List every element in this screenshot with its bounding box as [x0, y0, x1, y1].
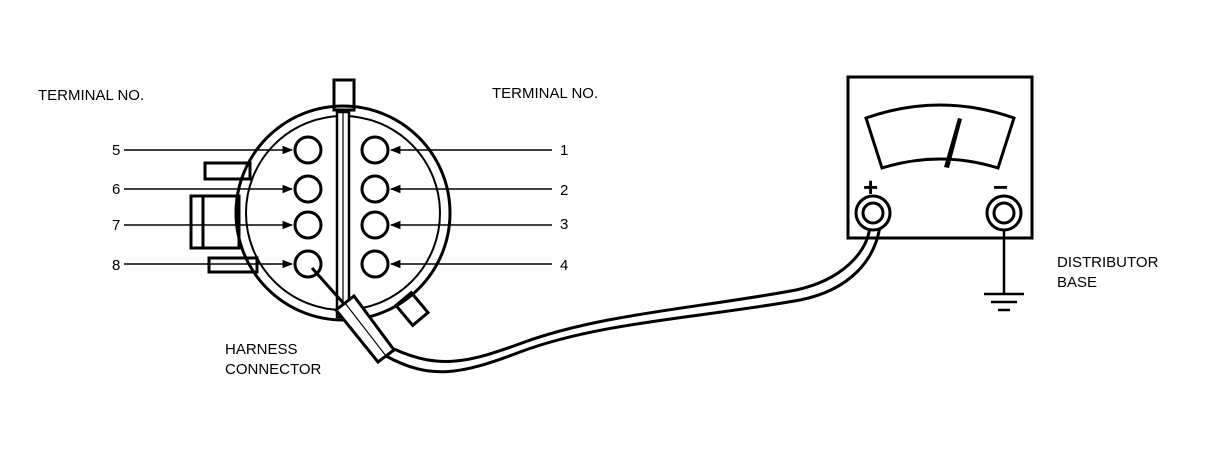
- pin-1: [360, 135, 390, 165]
- pin-7: [293, 210, 323, 240]
- terminal-number-5: 5: [112, 142, 120, 159]
- negative-terminal-label: −: [993, 172, 1008, 202]
- harness-label-line1: HARNESS: [225, 341, 298, 358]
- pin-5: [293, 135, 323, 165]
- terminal-number-4: 4: [560, 257, 568, 274]
- left-pin-column: [293, 135, 323, 279]
- harness-connector: [189, 78, 452, 328]
- distributor-base-label-line2: BASE: [1057, 274, 1097, 291]
- harness-label-line2: CONNECTOR: [225, 361, 322, 378]
- pin-4: [360, 249, 390, 279]
- meter-dial: [864, 103, 1016, 170]
- terminal-no-label-left: TERMINAL NO.: [38, 87, 144, 104]
- probe-lead-wire: [385, 225, 882, 374]
- pin-2: [360, 174, 390, 204]
- ground-icon: [984, 230, 1024, 312]
- pin-6: [293, 174, 323, 204]
- pin-8: [293, 249, 323, 279]
- terminal-no-label-right: TERMINAL NO.: [492, 85, 598, 102]
- pin-3: [360, 210, 390, 240]
- right-pin-column: [360, 135, 390, 279]
- meter-needle: [944, 118, 962, 168]
- test-probe: [310, 267, 397, 365]
- right-terminal-labels: 1 2 3 4: [389, 142, 568, 274]
- positive-terminal-label: +: [863, 172, 878, 202]
- voltmeter: + −: [846, 75, 1034, 240]
- terminal-number-6: 6: [112, 181, 120, 198]
- meter-body: [846, 75, 1034, 240]
- distributor-base-label-line1: DISTRIBUTOR: [1057, 254, 1159, 271]
- terminal-number-3: 3: [560, 216, 568, 233]
- terminal-number-8: 8: [112, 257, 120, 274]
- terminal-number-1: 1: [560, 142, 568, 159]
- terminal-number-2: 2: [560, 182, 568, 199]
- left-terminal-labels: 5 6 7 8: [112, 142, 294, 274]
- terminal-number-7: 7: [112, 217, 120, 234]
